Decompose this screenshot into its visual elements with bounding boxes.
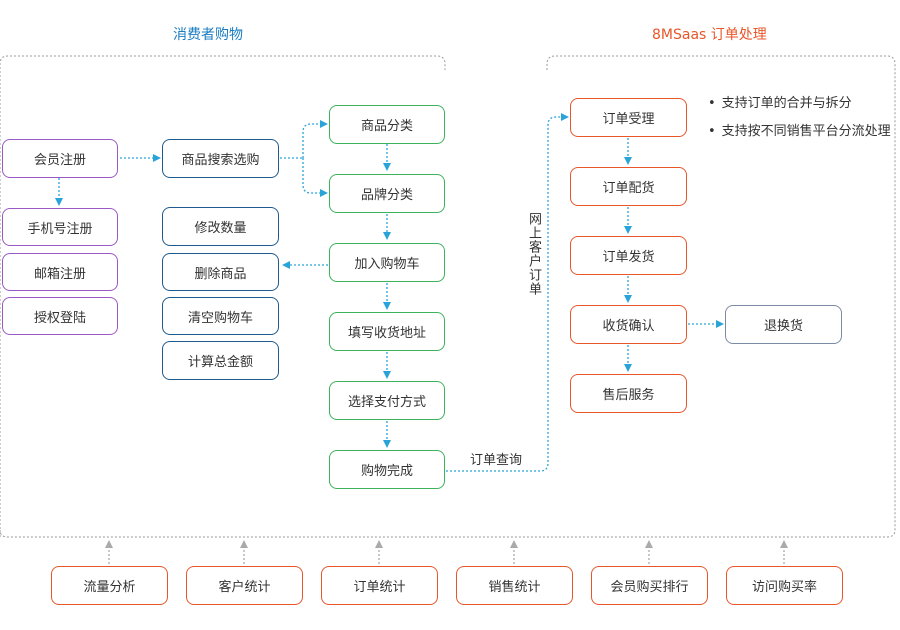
receive-confirm-node[interactable]: 收货确认 (570, 305, 687, 344)
purchase-complete-node[interactable]: 购物完成 (329, 450, 445, 489)
after-sale-node[interactable]: 售后服务 (570, 374, 687, 413)
total-amount-node[interactable]: 计算总金额 (162, 341, 279, 380)
oauth-login-node[interactable]: 授权登陆 (2, 297, 118, 335)
stat-traffic-analysis[interactable]: 流量分析 (51, 566, 168, 605)
member-register-node[interactable]: 会员注册 (2, 139, 118, 178)
stat-member-ranking[interactable]: 会员购买排行 (591, 566, 708, 605)
arrow-to-brand (302, 158, 328, 197)
delete-product-node[interactable]: 删除商品 (162, 253, 279, 291)
brand-category-node[interactable]: 品牌分类 (329, 174, 445, 213)
product-search-node[interactable]: 商品搜索选购 (162, 139, 279, 178)
online-order-label: 网上客户订单 (526, 212, 541, 296)
email-register-node[interactable]: 邮箱注册 (2, 253, 118, 291)
clear-cart-node[interactable]: 清空购物车 (162, 297, 279, 335)
stat-visit-conversion[interactable]: 访问购买率 (726, 566, 843, 605)
left-section-title: 消费者购物 (173, 27, 243, 43)
feature-list: 支持订单的合并与拆分 支持按不同销售平台分流处理 (708, 92, 891, 148)
modify-quantity-node[interactable]: 修改数量 (162, 207, 279, 246)
left-container (0, 55, 446, 537)
phone-register-node[interactable]: 手机号注册 (2, 208, 118, 246)
stat-sales[interactable]: 销售统计 (456, 566, 573, 605)
shipping-address-node[interactable]: 填写收货地址 (329, 312, 445, 351)
order-allocate-node[interactable]: 订单配货 (570, 167, 687, 206)
stat-customer[interactable]: 客户统计 (186, 566, 303, 605)
add-to-cart-node[interactable]: 加入购物车 (329, 243, 445, 282)
arrow-to-category (302, 120, 328, 158)
return-exchange-node[interactable]: 退换货 (725, 305, 842, 344)
stat-order[interactable]: 订单统计 (321, 566, 438, 605)
order-accept-node[interactable]: 订单受理 (570, 98, 687, 137)
payment-method-node[interactable]: 选择支付方式 (329, 381, 445, 420)
product-category-node[interactable]: 商品分类 (329, 105, 445, 144)
order-query-label: 订单查询 (470, 453, 523, 468)
order-ship-node[interactable]: 订单发货 (570, 236, 687, 275)
feature-item: 支持按不同销售平台分流处理 (708, 120, 891, 139)
arrow-complete-accept (446, 113, 569, 472)
feature-item: 支持订单的合并与拆分 (708, 92, 891, 111)
right-section-title: 8MSaas 订单处理 (652, 27, 767, 43)
